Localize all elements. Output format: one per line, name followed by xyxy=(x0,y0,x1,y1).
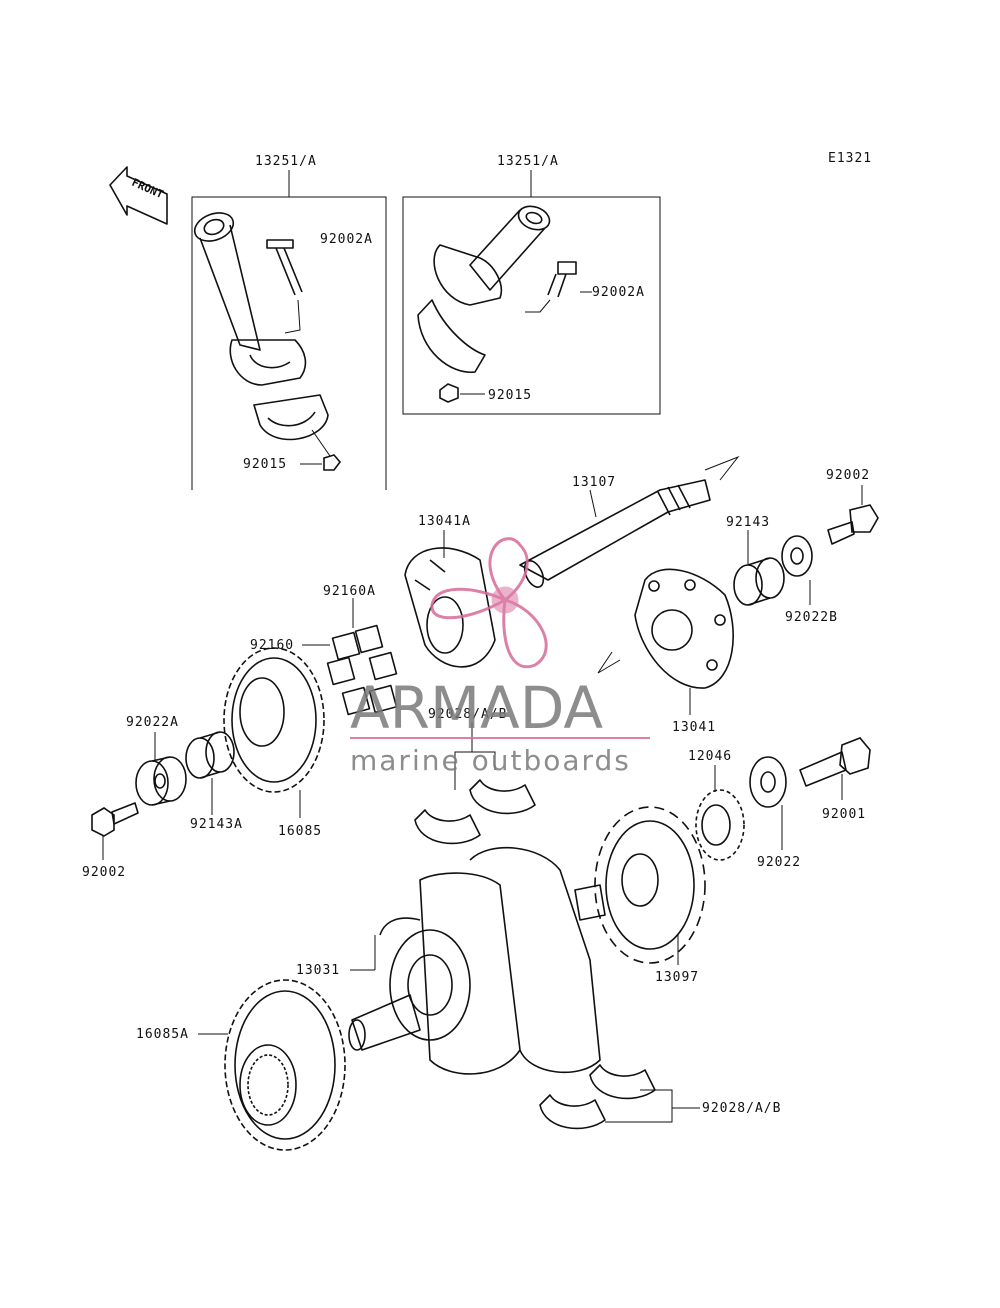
bearing-lower xyxy=(539,1064,700,1130)
label-collar-92143: 92143 xyxy=(726,515,770,530)
label-sprocket-large: 13097 xyxy=(655,970,699,985)
crankshaft xyxy=(348,846,606,1075)
connecting-rod-left xyxy=(193,212,307,386)
sprocket-large xyxy=(594,806,706,965)
bolt-92002-top xyxy=(827,485,879,545)
label-washer-22b: 92022B xyxy=(785,610,838,625)
label-conrod-right: 13251/A xyxy=(497,154,559,169)
gear-16085a xyxy=(198,979,346,1151)
label-coupling-a: 13041A xyxy=(418,514,471,529)
front-arrow-icon: FRONT xyxy=(109,166,168,225)
front-label: FRONT xyxy=(130,176,166,201)
label-nut-right: 92015 xyxy=(488,388,532,403)
coupling xyxy=(597,568,734,715)
label-bearing-lower: 92028/A/B xyxy=(702,1101,781,1116)
conrod-left-group: 13251/A 92002A 92015 xyxy=(191,154,387,490)
watermark-tagline: marine outboards xyxy=(350,744,631,777)
gear-16085 xyxy=(223,647,325,818)
diagram-code: E1321 xyxy=(828,151,872,166)
label-bolt-92001: 92001 xyxy=(822,807,866,822)
label-gear-16085a: 16085A xyxy=(136,1027,189,1042)
label-damper-a: 92160A xyxy=(323,584,376,599)
rod-cap-right xyxy=(417,299,486,373)
watermark-brand: ARMADA xyxy=(350,674,603,742)
armada-logo-icon xyxy=(430,537,548,669)
bolt-left xyxy=(266,239,303,334)
label-bolt-top-right: 92002 xyxy=(826,468,870,483)
label-washer-92022: 92022 xyxy=(757,855,801,870)
collar-92143a xyxy=(185,731,235,815)
label-nut-left: 92015 xyxy=(243,457,287,472)
label-shaft: 13107 xyxy=(572,475,616,490)
nut-right xyxy=(439,383,485,403)
label-gear-16085: 16085 xyxy=(278,824,322,839)
damper-rubber xyxy=(302,598,398,716)
connecting-rod-right xyxy=(433,205,551,306)
bearing-upper xyxy=(414,722,536,845)
label-bolt-left: 92002A xyxy=(320,232,373,247)
label-conrod-left: 13251/A xyxy=(255,154,317,169)
output-shaft xyxy=(519,455,740,588)
armada-watermark: ARMADA marine outboards xyxy=(350,537,650,777)
washer-92022a xyxy=(135,732,187,806)
bolt-92002-bottom-left xyxy=(91,802,139,860)
conrod-right-group: 13251/A 92002A 92015 xyxy=(402,154,661,415)
label-coupling: 13041 xyxy=(672,720,716,735)
label-washer-22a: 92022A xyxy=(126,715,179,730)
bolt-92001 xyxy=(799,737,871,800)
coupling-a xyxy=(404,530,496,668)
collar-92143 xyxy=(733,530,785,606)
sprocket-small xyxy=(695,765,745,861)
rod-cap-left xyxy=(253,394,329,441)
label-bolt-right: 92002A xyxy=(592,285,645,300)
label-crankshaft: 13031 xyxy=(296,963,340,978)
label-bolt-bottom-left: 92002 xyxy=(82,865,126,880)
label-damper: 92160 xyxy=(250,638,294,653)
label-sprocket-small: 12046 xyxy=(688,749,732,764)
washer-92022 xyxy=(749,756,787,850)
bolt-right xyxy=(525,261,592,313)
washer-92022b xyxy=(781,535,813,605)
label-collar-43a: 92143A xyxy=(190,817,243,832)
nut-left xyxy=(300,429,342,471)
label-bearing-upper: 92028/A/B xyxy=(428,707,507,722)
